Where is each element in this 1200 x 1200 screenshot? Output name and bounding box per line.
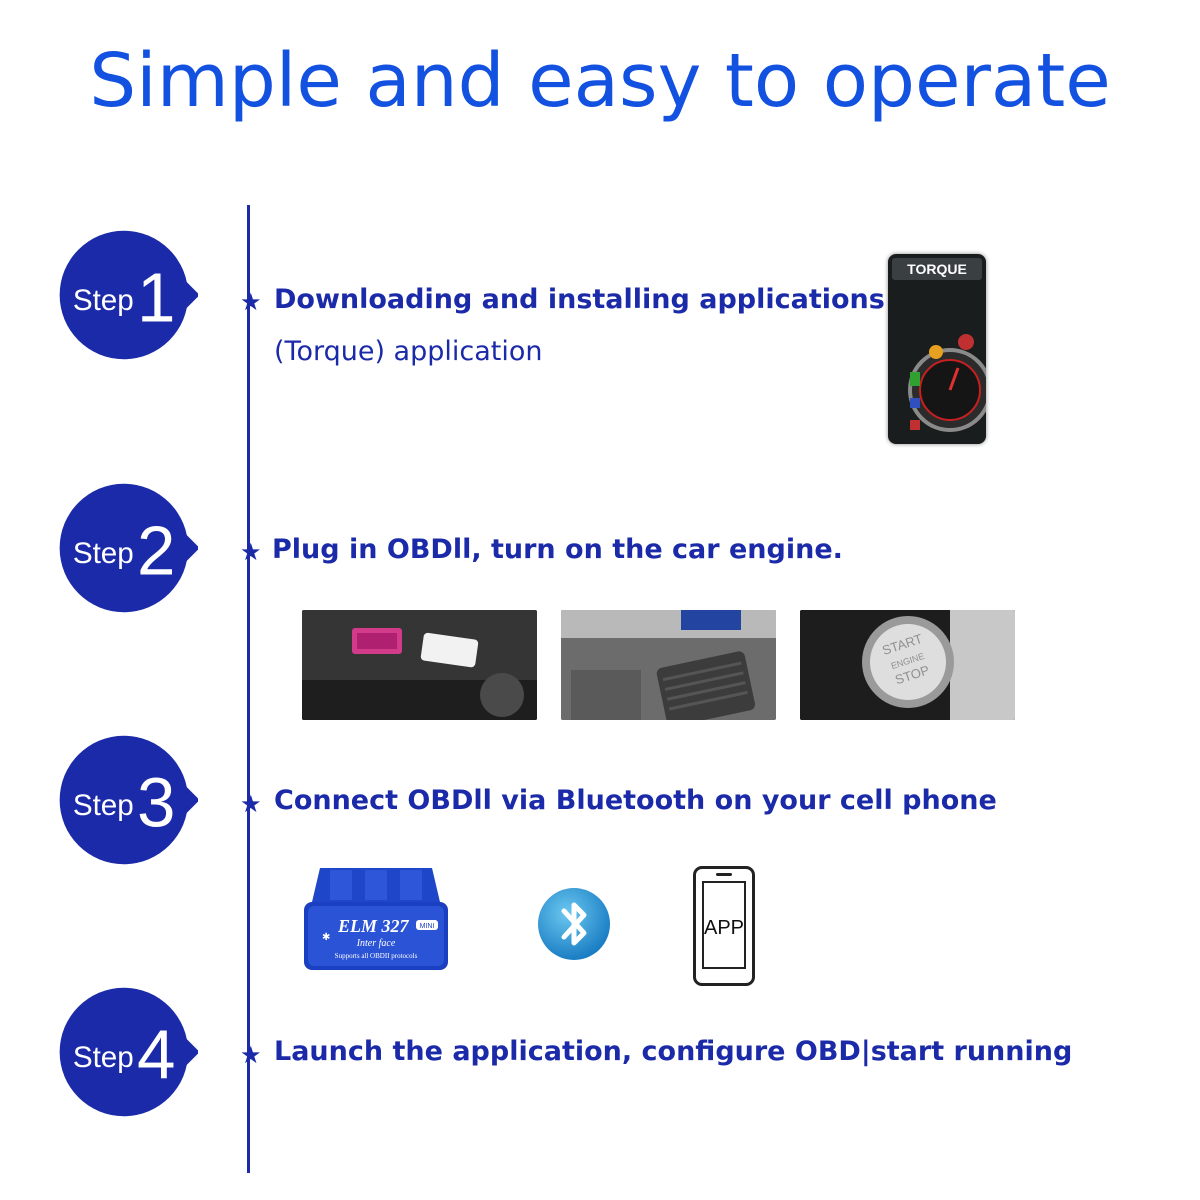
pedal-photo [561,610,776,720]
timeline-line [247,205,250,1173]
obd-port-photo [302,610,537,720]
star-bullet-icon: ★ [240,1041,262,1069]
star-bullet-icon: ★ [240,288,262,316]
step-2-word: Step [73,537,134,570]
pedal-illustration [561,610,776,720]
adapter-brand: ELM 327 [337,916,410,936]
step-2-heading: Plug in OBDll, turn on the car engine. [272,534,843,565]
adapter-line1: Inter face [356,938,396,949]
step-4-word: Step [73,1041,134,1074]
step-4-badge: Step 4 [59,987,198,1117]
star-bullet-icon: ★ [240,538,262,566]
elm327-adapter-image: ✱ ELM 327 MINI Inter face Supports all O… [304,868,448,970]
step-2-badge: Step 2 [59,483,198,613]
start-button-illustration: START ENGINE STOP [800,610,1015,720]
adapter-badge: MINI [420,923,435,930]
torque-app-screenshot: TORQUE [888,254,986,444]
start-button-photo: START ENGINE STOP [800,610,1015,720]
obd-port-illustration [302,610,537,720]
adapter-line2: Supports all OBDII protocols [335,952,418,960]
step-4-heading: Launch the application, configure OBD|st… [274,1036,1073,1067]
step-3-badge: Step 3 [59,735,198,865]
svg-text:✱: ✱ [322,932,330,943]
phone-icon: APP [693,866,755,986]
step-3-heading: Connect OBDll via Bluetooth on your cell… [274,785,997,816]
step-2-number: 2 [137,511,175,589]
torque-logo: TORQUE [892,258,982,280]
page-title: Simple and easy to operate [89,38,1111,124]
star-bullet-icon: ★ [240,790,262,818]
bluetooth-icon [538,888,610,960]
step-3-word: Step [73,789,134,822]
torque-gauge-icon [908,334,986,432]
app-label: APP [703,917,745,939]
step-1-badge: Step 1 [59,230,198,360]
step-4-number: 4 [137,1015,175,1093]
step-1-subtext: (Torque) application [274,336,543,367]
step-1-number: 1 [137,258,175,336]
step-3-number: 3 [137,763,175,841]
step-1-word: Step [73,284,134,317]
step-1-heading: Downloading and installing applications [274,284,885,315]
